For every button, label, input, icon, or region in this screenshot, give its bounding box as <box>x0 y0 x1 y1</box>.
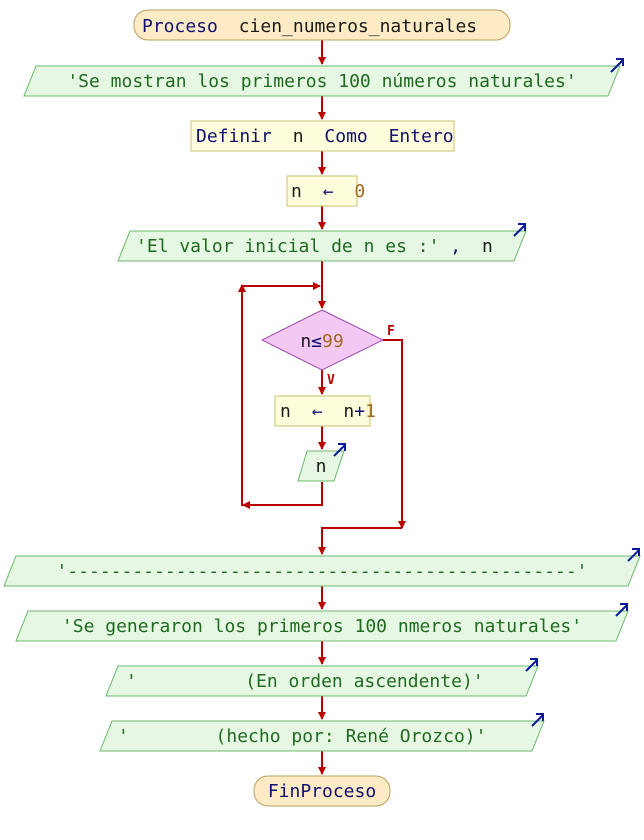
output-order-text: ' (En orden ascendente)' <box>126 671 484 692</box>
start-keyword: Proceso <box>142 16 218 37</box>
condition-value: 99 <box>322 331 344 352</box>
true-label: V <box>327 373 335 388</box>
define-keyword: Definir <box>196 126 272 147</box>
start-terminal: Proceso cien_numeros_naturales <box>133 9 511 41</box>
svg-text:Proceso cien_numeros_nat: Proceso cien_numeros_naturales <box>142 16 477 37</box>
output-loop-var: n <box>316 456 327 477</box>
false-label: F <box>387 324 395 339</box>
define-statement: Definir n Como Entero <box>190 120 455 152</box>
output-initial-var: n <box>482 236 493 257</box>
output-generated: 'Se generaron los primeros 100 nmeros na… <box>15 603 629 642</box>
output-intro: 'Se mostran los primeros 100 números nat… <box>23 58 624 97</box>
output-arrow-icon <box>615 603 628 617</box>
output-intro-text: 'Se mostran los primeros 100 números nat… <box>67 71 576 92</box>
svg-text:n ← n+1: n ← n+1 <box>280 401 376 422</box>
define-type: Entero <box>389 126 454 147</box>
output-author: ' (hecho por: René Orozco)' <box>99 713 545 752</box>
process-name: cien_numeros_naturales <box>239 16 477 37</box>
output-arrow-icon <box>513 223 526 237</box>
output-initial: 'El valor inicial de n es :' , n <box>117 223 527 262</box>
output-generated-text: 'Se generaron los primeros 100 nmeros na… <box>62 616 582 637</box>
condition-var: n <box>300 331 311 352</box>
increment-var2: n <box>343 401 354 422</box>
assign-init-var: n <box>291 181 302 202</box>
end-keyword: FinProceso <box>268 781 376 802</box>
output-arrow-icon <box>627 548 640 562</box>
output-arrow-icon <box>531 713 544 727</box>
loop-up-arrow <box>238 284 246 292</box>
end-terminal: FinProceso <box>253 775 391 807</box>
output-separator-text: '---------------------------------------… <box>56 561 587 582</box>
output-separator: '---------------------------------------… <box>3 548 641 587</box>
output-order: ' (En orden ascendente)' <box>105 658 539 697</box>
flow-connectors <box>241 40 406 775</box>
svg-text:n ← 0: n ← 0 <box>291 181 365 202</box>
loop-left-arrow <box>242 501 250 509</box>
assign-init-arrow: ← <box>323 181 334 202</box>
output-initial-string: 'El valor inicial de n es :' <box>136 236 439 257</box>
output-author-text: ' (hecho por: René Orozco)' <box>118 726 486 747</box>
assign-init-value: 0 <box>354 181 365 202</box>
assign-init: n ← 0 <box>286 175 365 207</box>
output-initial-sep: , <box>450 236 461 257</box>
increment-value: 1 <box>365 401 376 422</box>
loop-condition: n≤99 <box>260 309 385 371</box>
define-var: n <box>293 126 304 147</box>
increment-arrow: ← <box>312 401 323 422</box>
increment-op: + <box>354 401 365 422</box>
increment-statement: n ← n+1 <box>274 395 376 427</box>
output-loop: n <box>297 443 346 482</box>
define-como: Como <box>324 126 367 147</box>
output-arrow-icon <box>333 443 346 457</box>
svg-text:Definir n Como: Definir n Como Entero <box>196 126 454 147</box>
svg-text:'El valor inicial de n es :': 'El valor inicial de n es :' , n <box>136 236 493 257</box>
output-arrow-icon <box>610 58 624 73</box>
svg-text:n≤99: n≤99 <box>300 331 343 352</box>
increment-var: n <box>280 401 291 422</box>
condition-op: ≤ <box>311 331 322 352</box>
output-arrow-icon <box>525 658 538 672</box>
